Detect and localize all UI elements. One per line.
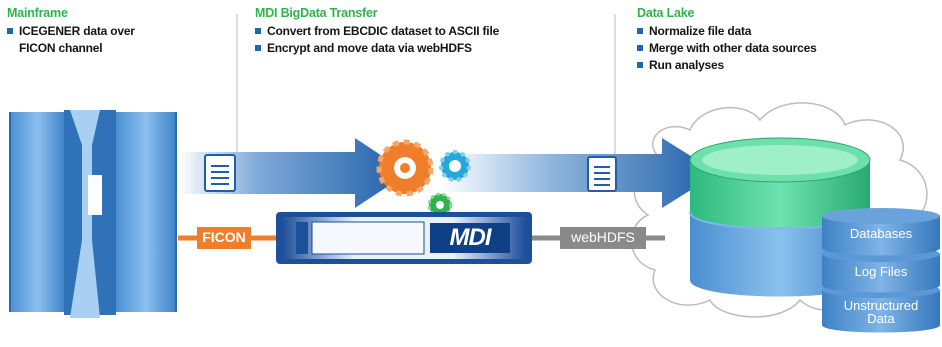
gear-icon [439,150,471,182]
mainframe-title: Mainframe [7,6,68,20]
transfer-column: MDI BigData Transfer Convert from EBCDIC… [255,6,595,57]
mainframe-column: Mainframe ICEGENER data over FICON chann… [7,6,207,57]
webhdfs-label: webHDFS [571,229,635,245]
gear-icon [376,139,434,197]
log-files-label: Log Files [854,264,908,279]
mainframe-bullet-1-cont: FICON channel [19,41,103,55]
unstructured-data-label: Unstructured Data [822,299,940,325]
mainframe-bullet-1: ICEGENER data over [7,23,207,40]
databases-label: Databases [849,226,913,241]
lake-bullet-3: Run analyses [637,57,937,74]
mainframe-icon [9,110,177,318]
lake-bullet-2: Merge with other data sources [637,40,937,57]
document-icon [587,156,617,192]
gear-icon [427,192,453,218]
ficon-label: FICON [202,229,246,245]
webhdfs-label-bg [560,227,646,249]
mdi-device [276,212,532,264]
transfer-bullet-1: Convert from EBCDIC dataset to ASCII fil… [255,23,595,40]
transfer-title: MDI BigData Transfer [255,6,378,20]
lake-column: Data Lake Normalize file data Merge with… [637,6,937,74]
mdi-logo: MDI [449,224,492,251]
transfer-arrow-right [440,138,718,208]
document-icon [204,154,236,192]
lake-bullet-1: Normalize file data [637,23,937,40]
unstructured-label-line2: Data [867,311,895,326]
ficon-label-bg [197,227,251,249]
transfer-bullet-2: Encrypt and move data via webHDFS [255,40,595,57]
lake-title: Data Lake [637,6,695,20]
data-source-stack [822,208,940,333]
unstructured-label-line1: Unstructured [843,298,919,313]
